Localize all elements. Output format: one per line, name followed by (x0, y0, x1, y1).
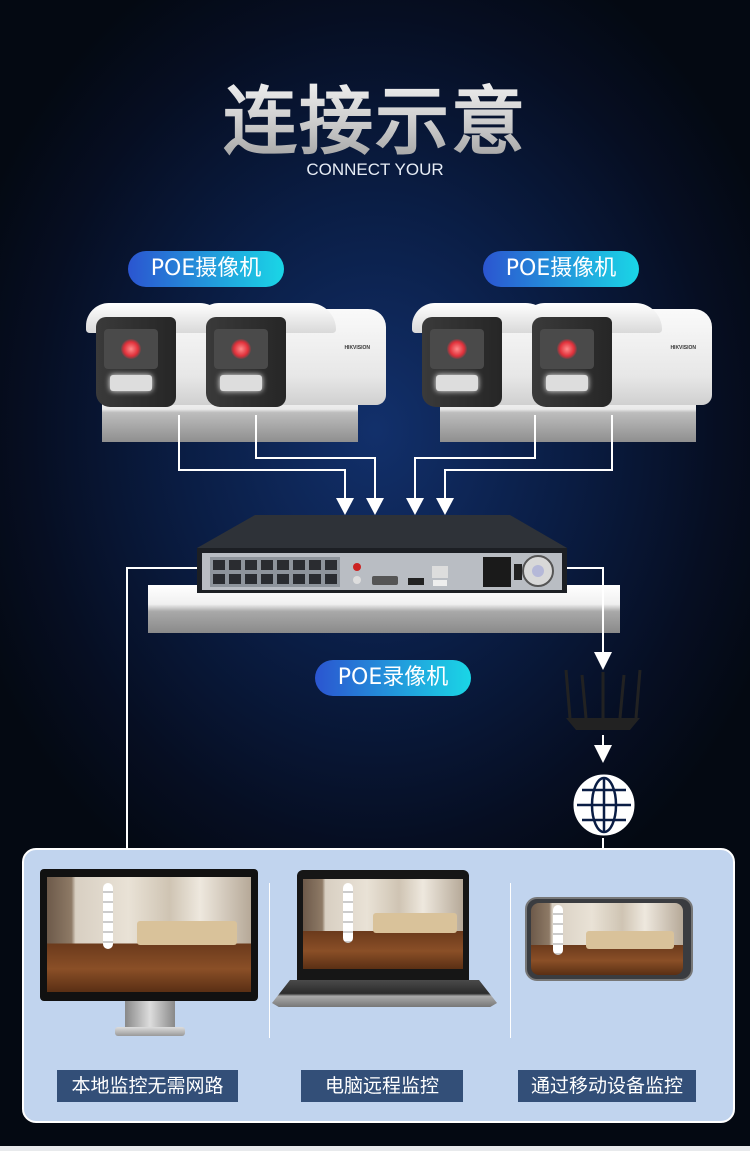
monitor-screen (47, 877, 251, 992)
camera-label-left: POE摄像机 (128, 251, 284, 287)
laptop-screen (303, 879, 463, 969)
monitor-device (40, 869, 258, 1001)
camera-platform-left (102, 400, 358, 442)
connection-lines (126, 415, 613, 868)
camera-label-right: POE摄像机 (483, 251, 639, 287)
nvr-label: POE录像机 (315, 660, 471, 696)
phone-device (525, 897, 693, 981)
monitor-base (115, 1027, 185, 1036)
page-title: 连接示意 (0, 62, 750, 169)
camera-brand: HIKVISION (344, 345, 370, 351)
camera-brand: HIKVISION (670, 345, 696, 351)
device-label-monitor: 本地监控无需网路 (57, 1070, 238, 1102)
camera-platform-right (440, 400, 696, 442)
page-subtitle: CONNECT YOUR (306, 160, 444, 179)
device-label-phone: 通过移动设备监控 (518, 1070, 696, 1102)
poe-camera: HIKVISION (522, 303, 712, 411)
globe-icon (573, 774, 635, 836)
laptop-device (297, 870, 469, 980)
divider (510, 883, 511, 1038)
poe-camera: HIKVISION (196, 303, 386, 411)
phone-screen (531, 903, 683, 975)
divider (269, 883, 270, 1038)
monitor-stand (125, 1001, 175, 1027)
laptop-keyboard (272, 980, 497, 1007)
router-icon (564, 669, 642, 730)
nvr-recorder (197, 515, 567, 593)
device-label-laptop: 电脑远程监控 (301, 1070, 463, 1102)
bottom-strip (0, 1146, 750, 1151)
